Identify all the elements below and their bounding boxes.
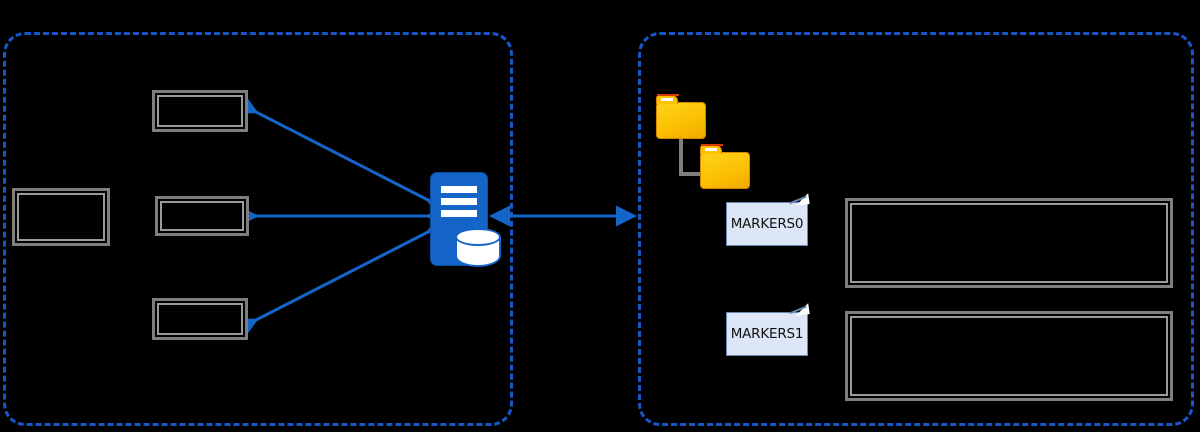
server-slot-1 [441,186,477,193]
folder-child-accent [701,144,723,146]
database-cylinder-top [455,228,501,246]
folder-icon-child[interactable] [700,144,750,189]
server-slot-3 [441,210,477,217]
note-markers0-label: MARKERS0 [730,216,804,232]
folder-child-tab [700,145,722,154]
folder-child-slit [705,148,717,151]
group-right-boundary [638,32,1194,426]
right-box-top[interactable] [845,198,1173,288]
folder-parent-slit [661,98,673,101]
folder-parent-accent [657,94,679,96]
note-markers1[interactable]: MARKERS1 [726,303,810,356]
note-markers0[interactable]: MARKERS0 [726,193,810,246]
folder-parent-tab [656,95,678,104]
left-box-middle[interactable] [155,196,249,236]
server-icon[interactable] [430,172,488,266]
folder-icon-parent[interactable] [656,94,706,139]
right-box-bottom[interactable] [845,311,1173,401]
folder-child-body [700,152,750,189]
folder-parent-body [656,102,706,139]
server-slot-2 [441,198,477,205]
left-box-bottom[interactable] [152,298,248,340]
note-markers1-label: MARKERS1 [730,326,804,342]
left-box-top[interactable] [152,90,248,132]
group-left-boundary [3,32,513,426]
external-client-box[interactable] [12,188,110,246]
database-icon[interactable] [455,228,501,272]
